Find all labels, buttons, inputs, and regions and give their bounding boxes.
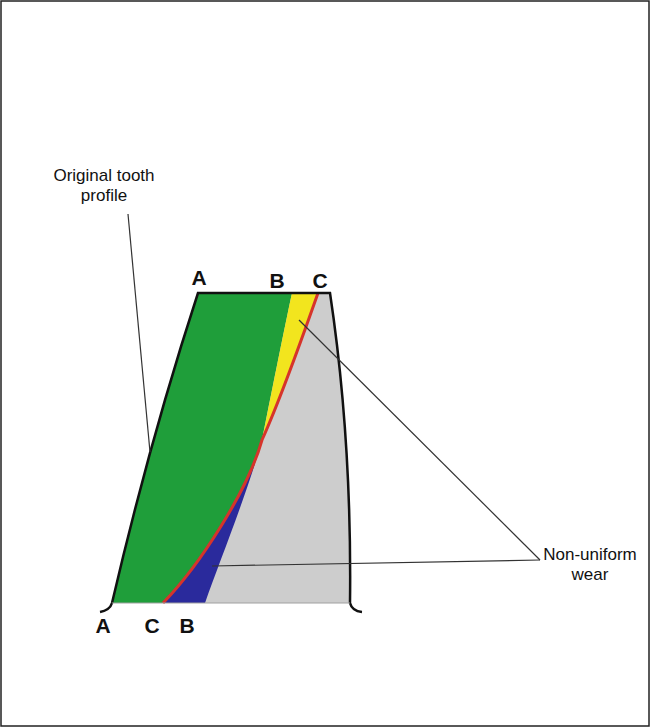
callout-label: Non-uniform wear [535,545,645,584]
point-letter: A [191,266,206,290]
point-letter: C [312,269,327,293]
leader-line [128,214,150,452]
wear-lower [163,440,262,603]
tooth-body [112,293,350,603]
leader-line [212,560,540,566]
point-letter: A [95,614,110,638]
point-letter: B [269,269,284,293]
leader-line [299,320,540,560]
worn-profile-line [163,293,318,603]
callout-label: Original tooth profile [39,166,169,205]
point-letter: B [179,614,194,638]
base-line [112,603,350,604]
point-letter: C [144,614,159,638]
